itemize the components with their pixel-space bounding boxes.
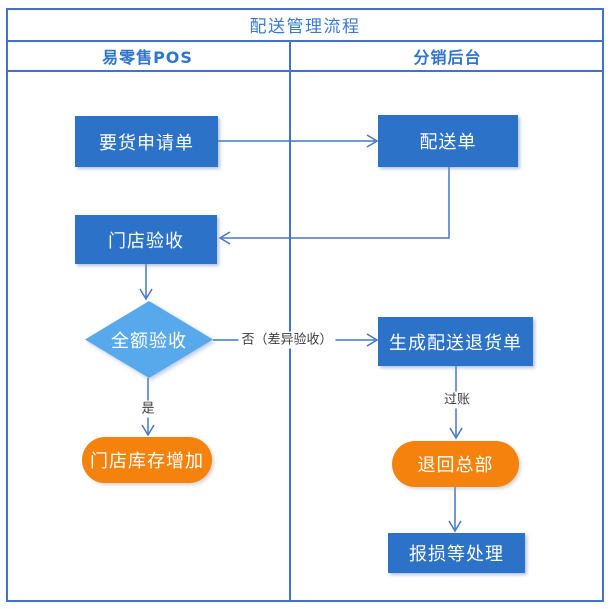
diagram-title: 配送管理流程 — [249, 16, 361, 37]
lane-header-backend: 分销后台 — [413, 48, 482, 67]
terminal-return-to-headquarters: 退回总部 — [392, 441, 519, 487]
edge-label-no-difference-acceptance: 否（差异验收） — [238, 331, 336, 349]
decision-diamond-shape: 全额验收 — [85, 301, 213, 378]
node-goods-request: 要货申请单 — [75, 116, 218, 167]
diagram-frame — [6, 8, 604, 602]
node-store-acceptance: 门店验收 — [75, 215, 217, 264]
lane-divider-line — [289, 40, 291, 602]
title-separator-line — [6, 40, 604, 42]
node-damage-processing: 报损等处理 — [388, 533, 525, 573]
edge-label-posting: 过账 — [440, 391, 474, 409]
lane-header-pos: 易零售POS — [102, 48, 193, 67]
terminal-store-inventory-increase: 门店库存增加 — [82, 437, 212, 483]
decision-full-acceptance: 全额验收 — [85, 301, 213, 378]
node-generate-return-order: 生成配送退货单 — [378, 317, 533, 366]
header-separator-line — [6, 70, 604, 72]
node-delivery-order: 配送单 — [378, 115, 518, 167]
edge-label-yes: 是 — [138, 400, 158, 418]
